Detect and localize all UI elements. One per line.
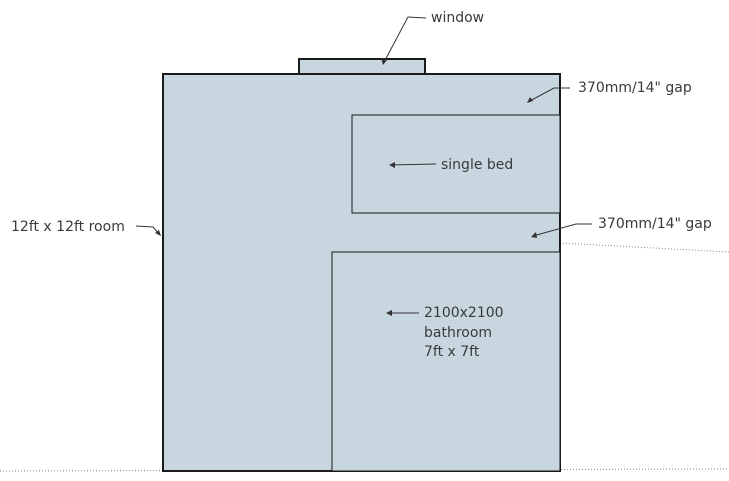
single-bed-arrowhead bbox=[389, 162, 395, 168]
gap-top-leader bbox=[527, 87, 570, 103]
gap-mid-label: 370mm/14" gap bbox=[598, 216, 712, 232]
window-shape bbox=[298, 58, 426, 75]
bathroom-dims-label: 7ft x 7ft bbox=[424, 344, 480, 360]
bathroom-size-label: 2100x2100 bbox=[424, 305, 504, 321]
room-label: 12ft x 12ft room bbox=[11, 219, 125, 235]
window-label: window bbox=[431, 10, 485, 26]
gap-top-arrowhead bbox=[527, 97, 533, 103]
single-bed-shape bbox=[351, 114, 561, 214]
single-bed-label: single bed bbox=[441, 157, 514, 173]
single-bed-leader bbox=[389, 163, 437, 166]
bathroom-shape bbox=[331, 251, 561, 472]
window-leader bbox=[382, 16, 427, 65]
gap-mid-leader bbox=[532, 223, 592, 237]
bathroom-arrowhead bbox=[386, 310, 392, 316]
room-arrowhead bbox=[155, 230, 161, 236]
window-arrowhead bbox=[381, 58, 387, 65]
gap-top-label: 370mm/14" gap bbox=[578, 80, 692, 96]
guide-line bbox=[559, 242, 729, 253]
gap-mid-arrowhead bbox=[531, 232, 537, 238]
bathroom-name-label: bathroom bbox=[424, 325, 493, 341]
